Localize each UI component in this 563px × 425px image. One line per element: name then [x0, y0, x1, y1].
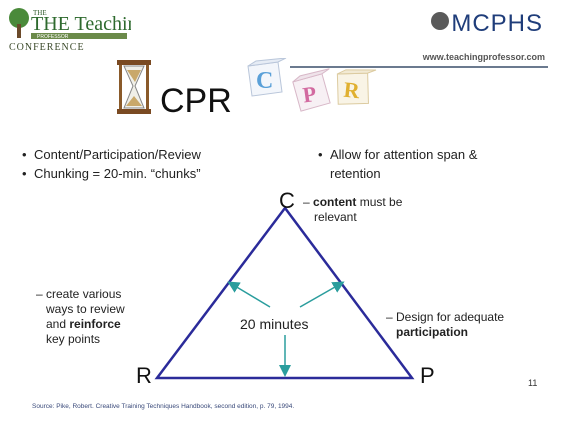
website-url: www.teachingprofessor.com	[422, 52, 545, 62]
mcphs-text: MCPHS	[451, 10, 543, 37]
mcphs-logo: MCPHS	[431, 10, 543, 38]
header-rule	[290, 66, 548, 68]
arrow-to-p-side	[299, 281, 345, 308]
note-review-bold: reinforce	[69, 317, 121, 331]
note-participation-bold: participation	[396, 325, 469, 339]
svg-text:PROFESSOR: PROFESSOR	[37, 34, 69, 40]
cpr-blocks-illustration: C P R	[247, 58, 377, 112]
logo-text: THE Teaching PROFESSOR	[31, 13, 131, 35]
note-review: – create various ways to review and rein…	[36, 287, 125, 346]
vertex-label-r: R	[136, 363, 152, 388]
slide-title: CPR	[160, 82, 232, 120]
svg-text:P: P	[301, 81, 318, 108]
note-content-bold: content	[313, 195, 357, 209]
teaching-logo-mark: THE THE Teaching PROFESSOR PROFESSOR	[7, 6, 131, 40]
svg-text:THE: THE	[33, 9, 47, 17]
source-citation: Source: Pike, Robert. Creative Training …	[32, 403, 295, 410]
bullet-item: Content/Participation/Review	[22, 145, 201, 164]
svg-text:R: R	[343, 77, 363, 104]
triangle	[154, 205, 415, 380]
vertex-label-p: P	[420, 363, 435, 388]
note-content: – content must be relevant	[303, 195, 403, 224]
bullet-list-left: Content/Participation/Review Chunking = …	[22, 145, 201, 183]
slide-number: 11	[528, 378, 538, 388]
svg-text:C: C	[256, 68, 273, 94]
mcphs-seal-icon	[431, 12, 450, 30]
bullet-item: Chunking = 20-min. “chunks”	[22, 164, 201, 183]
block-c: C	[247, 58, 287, 97]
block-r: R	[336, 69, 377, 105]
arrow-to-r-side	[227, 281, 271, 308]
bullet-list-right: Allow for attention span & retention	[318, 145, 480, 183]
teaching-professor-logo: THE THE Teaching PROFESSOR PROFESSOR CON…	[5, 4, 133, 62]
note-participation: – Design for adequate participation	[386, 310, 505, 339]
hourglass-icon	[117, 60, 151, 114]
center-label: 20 minutes	[240, 316, 309, 332]
vertex-label-c: C	[279, 188, 295, 213]
logo-conference-text: CONFERENCE	[9, 42, 85, 53]
bullet-item: Allow for attention span & retention	[318, 145, 480, 183]
block-p: P	[292, 68, 331, 112]
